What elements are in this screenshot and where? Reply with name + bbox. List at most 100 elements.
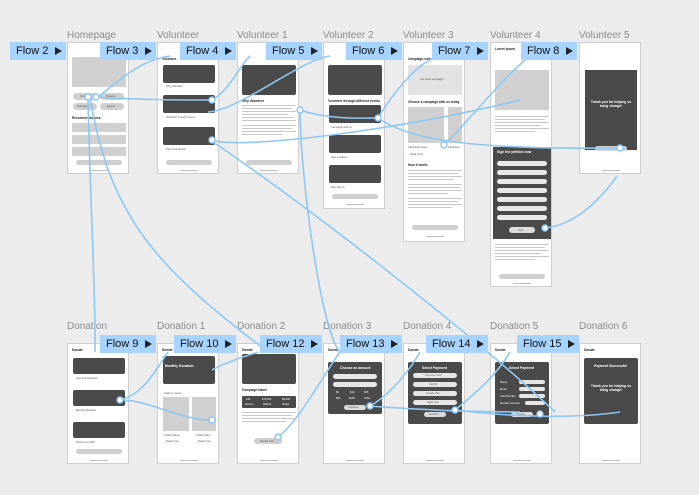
frame-donation-2[interactable]: Donate Campaign Name < 240 $70,000 $5,00…	[237, 343, 299, 464]
sponsor-card[interactable]	[73, 422, 125, 438]
name-field[interactable]	[519, 380, 545, 384]
flow-2-tag[interactable]: Flow 2	[10, 42, 66, 60]
bottom-button[interactable]	[595, 146, 627, 151]
flow-4-tag[interactable]: Flow 4	[180, 42, 236, 60]
flow-10-label: Flow 10	[180, 338, 219, 350]
monthly-banner[interactable]: Monthly Donation	[163, 356, 215, 384]
flow-7-tag[interactable]: Flow 7	[432, 42, 488, 60]
charity-card-image[interactable]	[192, 397, 216, 431]
recommendation-card[interactable]	[72, 123, 126, 132]
frame-label-donation-3: Donation 3	[323, 321, 372, 332]
latest-campaign-banner[interactable]: Our latest campaign....	[408, 65, 462, 95]
play-icon	[225, 340, 232, 348]
monthly-card[interactable]	[73, 390, 125, 406]
continue-button[interactable]: Continue	[424, 412, 446, 417]
read-more-link[interactable]: Read more	[198, 440, 211, 443]
play-icon	[391, 47, 398, 55]
frame-volunteer-5[interactable]: Thank you for helping us bring change!	[579, 42, 641, 174]
donate-now-button[interactable]: Donate now	[254, 438, 282, 444]
read-more-link[interactable]: Read more	[166, 440, 179, 443]
continue-label: Continue	[348, 406, 359, 409]
confirm-button[interactable]: Confirm	[511, 412, 533, 417]
run-card[interactable]	[329, 165, 381, 183]
sign-button[interactable]: Sign	[509, 227, 535, 233]
flow-15-tag[interactable]: Flow 15	[517, 335, 579, 353]
bottom-button[interactable]	[412, 225, 458, 230]
bottom-button[interactable]	[166, 160, 212, 165]
flow-14-tag[interactable]: Flow 14	[426, 335, 488, 353]
flow-6-tag[interactable]: Flow 6	[346, 42, 402, 60]
frame-volunteer-4[interactable]: Lorem Ipsum Sign the petition now Sign	[490, 42, 552, 287]
payment-option[interactable]: Payment Card	[425, 374, 442, 377]
frame-homepage[interactable]: Donate Projects Volunteer Events Recomme…	[67, 42, 129, 174]
flow-9-tag[interactable]: Flow 9	[100, 335, 156, 353]
bottom-button[interactable]	[246, 160, 292, 165]
frame-donation-4[interactable]: Donate Select Payment Payment Card PayPa…	[403, 343, 465, 464]
bottom-button[interactable]	[76, 449, 122, 454]
petition-form-panel[interactable]: Sign the petition now Sign	[493, 147, 551, 239]
flow-13-tag[interactable]: Flow 13	[340, 335, 402, 353]
play-icon	[55, 47, 62, 55]
frame-donation-1[interactable]: Donate Monthly Donation Select a cause C…	[157, 343, 219, 464]
payment-option[interactable]: PayPal	[429, 383, 438, 386]
events-button[interactable]: Events	[100, 103, 124, 110]
payment-option[interactable]: Apple Pay	[427, 401, 439, 404]
recommendation-card[interactable]	[72, 135, 126, 144]
frame-volunteer-2[interactable]: Volunteer through different events Campa…	[323, 42, 385, 209]
campaign-name: Campaign Name	[242, 388, 267, 392]
campaign-card-image[interactable]	[408, 107, 444, 143]
amount-panel[interactable]: Choose an amount $5 $10 $25 $50 $100 Oth…	[328, 362, 382, 414]
email-field[interactable]	[519, 387, 545, 391]
frame-volunteer[interactable]: Volunteer Why Volunteer Volunteer throug…	[157, 42, 219, 174]
flow-8-tag[interactable]: Flow 8	[521, 42, 577, 60]
amount-option[interactable]: $10	[350, 391, 355, 394]
frame-donation[interactable]: Donate One-time Donation Monthly Donatio…	[67, 343, 129, 464]
petition-card[interactable]	[329, 135, 381, 153]
amount-field[interactable]	[525, 401, 545, 405]
payment-panel[interactable]: Select Payment Payment Card PayPal Googl…	[408, 362, 462, 424]
screen-title: Volunteer	[162, 57, 177, 61]
amount-option[interactable]: Other	[364, 397, 371, 400]
frame-donation-6[interactable]: Donate Payment Successful Thank you for …	[579, 343, 641, 464]
volunteer-button[interactable]: Volunteer	[73, 103, 97, 110]
frame-label-volunteer-4: Volunteer 4	[490, 30, 541, 41]
payment-details-panel[interactable]: Select Payment Name Email Card Number Do…	[495, 362, 549, 424]
recommendation-card[interactable]	[72, 147, 126, 156]
fundraiser-label: Start a fundraiser	[166, 148, 186, 151]
read-more-link[interactable]: Read more	[410, 153, 423, 156]
charity-card-image[interactable]	[163, 397, 189, 431]
fundraiser-card[interactable]	[163, 127, 215, 145]
bottom-button[interactable]	[76, 160, 122, 165]
one-time-card[interactable]	[73, 358, 125, 374]
amount-option[interactable]: $5	[336, 391, 339, 394]
frame-donation-3[interactable]: Donate Choose an amount $5 $10 $25 $50 $…	[323, 343, 385, 464]
flow-5-tag[interactable]: Flow 5	[266, 42, 322, 60]
bottom-button[interactable]	[499, 274, 545, 279]
payment-option[interactable]: Google Pay	[426, 392, 440, 395]
flow-12-tag[interactable]: Flow 12	[260, 335, 322, 353]
campaign-card[interactable]	[329, 105, 381, 123]
volunteer-events-card[interactable]	[163, 95, 215, 113]
play-icon	[477, 340, 484, 348]
amount-option[interactable]: $50	[336, 397, 341, 400]
sponsor-label: Sponsor a Child	[76, 441, 95, 444]
projects-button[interactable]: Projects	[100, 93, 124, 100]
continue-button[interactable]: Continue	[344, 405, 366, 410]
flow-10-tag[interactable]: Flow 10	[174, 335, 236, 353]
flow-3-tag[interactable]: Flow 3	[100, 42, 156, 60]
amount-option[interactable]: $25	[364, 391, 369, 394]
share-icon[interactable]: <	[290, 388, 292, 391]
why-volunteer-card[interactable]	[163, 65, 215, 83]
campaign-card-image[interactable]	[448, 107, 462, 143]
flow-14-label: Flow 14	[432, 338, 471, 350]
frame-volunteer-1[interactable]: Why Volunteer	[237, 42, 299, 174]
amount-option[interactable]: $100	[349, 397, 355, 400]
frame-volunteer-3[interactable]: Campaign with us Our latest campaign....…	[403, 42, 465, 242]
bottom-button[interactable]	[332, 194, 378, 199]
home-indicator	[602, 460, 620, 461]
donate-button[interactable]: Donate	[73, 93, 97, 100]
frame-donation-5[interactable]: Donate Select Payment Name Email Card Nu…	[490, 343, 552, 464]
card-number-field[interactable]	[519, 394, 545, 398]
play-icon	[145, 340, 152, 348]
banner-text: Our latest campaign....	[420, 78, 447, 81]
